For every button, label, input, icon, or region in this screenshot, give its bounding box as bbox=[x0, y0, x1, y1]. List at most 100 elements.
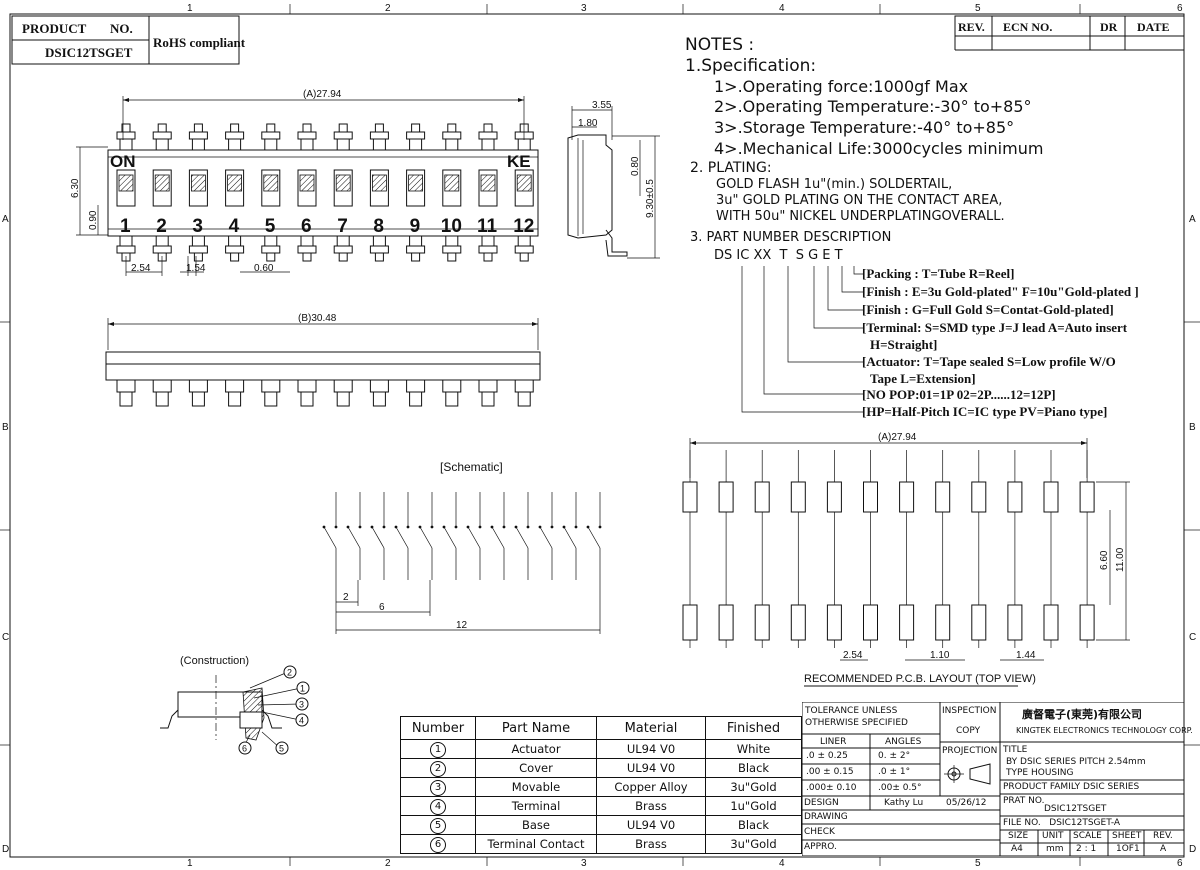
liner-header: LINER bbox=[820, 737, 847, 747]
on-label: ON bbox=[110, 152, 136, 171]
pcb-layout: (A)27.94 6.60 11.00 2.54 1.10 1.44 RECOM… bbox=[682, 432, 1130, 687]
top-dim-length: (A)27.94 bbox=[303, 89, 342, 100]
switch-slot bbox=[152, 169, 172, 207]
bom-finished: Black bbox=[705, 758, 802, 778]
svg-text:1: 1 bbox=[300, 684, 305, 694]
position-number: 6 bbox=[301, 216, 312, 237]
front-lead bbox=[152, 379, 172, 393]
front-lead bbox=[116, 379, 136, 393]
ke-label: KE bbox=[507, 152, 531, 171]
prat-label: PRAT NO. bbox=[1003, 796, 1045, 806]
top-lead bbox=[338, 123, 348, 133]
bom-number: 2 bbox=[430, 760, 446, 777]
sheet-value: 1OF1 bbox=[1116, 844, 1140, 854]
switch-actuator bbox=[227, 174, 243, 192]
schematic-switches bbox=[322, 492, 602, 580]
title-block-grid bbox=[802, 702, 1184, 856]
inspection-label: INSPECTION bbox=[942, 706, 997, 716]
callout-2 bbox=[283, 665, 297, 679]
position-number: 1 bbox=[120, 216, 131, 237]
position-number: 2 bbox=[156, 216, 167, 237]
position-number: 4 bbox=[229, 216, 240, 237]
pcb-pad-bottom bbox=[899, 604, 915, 641]
zone-col-4: 4 bbox=[779, 3, 785, 14]
spec-title: 1.Specification: bbox=[685, 56, 817, 76]
svg-text:2: 2 bbox=[287, 668, 292, 678]
callout-5 bbox=[275, 741, 289, 755]
switch-slot bbox=[225, 169, 245, 207]
pcb-pad-top bbox=[1007, 481, 1023, 513]
title-line-1: BY DSIC SERIES PITCH 2.54mm bbox=[1006, 757, 1146, 767]
pcb-pad-bottom bbox=[1043, 604, 1059, 641]
pcb-pad-bottom bbox=[790, 604, 806, 641]
zone-col-3: 3 bbox=[581, 858, 587, 869]
appro-label: APPRO. bbox=[804, 842, 837, 852]
pcb-pad-top bbox=[718, 481, 734, 513]
title-line-2: TYPE HOUSING bbox=[1006, 768, 1074, 778]
pcb-pads bbox=[682, 450, 1095, 648]
zone-row-A-right: A bbox=[1189, 214, 1196, 225]
top-lead bbox=[447, 123, 457, 133]
front-lead bbox=[478, 379, 498, 393]
scale-label: SCALE bbox=[1073, 831, 1102, 841]
zone-row-D-right: D bbox=[1189, 844, 1196, 855]
pcb-pad-top bbox=[935, 481, 951, 513]
top-lead bbox=[266, 123, 276, 133]
pcb-pad-bottom bbox=[826, 604, 842, 641]
zone-col-4: 4 bbox=[779, 858, 785, 869]
pcb-pad-top bbox=[1079, 481, 1095, 513]
zone-col-1: 1 bbox=[187, 858, 193, 869]
scale-value: 2 : 1 bbox=[1076, 844, 1097, 854]
switch-slot bbox=[514, 169, 534, 207]
switch-actuator bbox=[118, 174, 134, 192]
construction-title: (Construction) bbox=[180, 655, 249, 667]
bom-material: Brass bbox=[596, 834, 706, 854]
zone-col-5: 5 bbox=[975, 3, 981, 14]
side-housing bbox=[567, 134, 613, 239]
side-dim-body: 1.80 bbox=[578, 118, 598, 129]
top-dim-pad: 1.54 bbox=[186, 263, 206, 274]
product-header: PRODUCT NO. DSIC12TSGET RoHS compliant bbox=[11, 15, 246, 65]
projection-symbol bbox=[944, 763, 991, 785]
sheet-label: SHEET bbox=[1112, 831, 1142, 841]
bom-number: 4 bbox=[430, 798, 446, 815]
svg-text:6: 6 bbox=[242, 744, 247, 754]
design-date: 05/26/12 bbox=[946, 798, 987, 808]
pcb-pad-bottom bbox=[754, 604, 770, 641]
callout-1 bbox=[296, 681, 310, 695]
pcb-dim-pad-l: 1.44 bbox=[1016, 650, 1036, 661]
front-view-pins bbox=[116, 379, 534, 407]
bom-finished: Black bbox=[705, 815, 802, 835]
pcb-pad-top bbox=[754, 481, 770, 513]
front-lead bbox=[297, 379, 317, 393]
top-dim-pitch: 2.54 bbox=[131, 263, 151, 274]
zone-col-1: 1 bbox=[187, 3, 193, 14]
pn-code: DS IC XX T S G E T bbox=[714, 248, 843, 263]
product-label: PRODUCT bbox=[22, 21, 87, 36]
ecn-header: ECN NO. bbox=[1003, 20, 1052, 34]
tol-line-2: OTHERWISE SPECIFIED bbox=[805, 718, 908, 728]
bom-material: UL94 V0 bbox=[596, 815, 706, 835]
pcb-pad-bottom bbox=[863, 604, 878, 641]
schematic-dim-c: 12 bbox=[456, 620, 468, 631]
schematic-title: [Schematic] bbox=[440, 460, 503, 474]
spec-item-2: 2>.Operating Temperature:-30° to+85° bbox=[714, 97, 1032, 116]
svg-text:5: 5 bbox=[279, 744, 284, 754]
header-part-number: DSIC12TSGET bbox=[45, 45, 133, 60]
pn-desc-type: [HP=Half-Pitch IC=IC type PV=Piano type] bbox=[862, 404, 1108, 419]
top-dim-height: 6.30 bbox=[70, 178, 81, 198]
bom-header-part: Part Name bbox=[475, 716, 597, 740]
position-number: 12 bbox=[513, 216, 534, 237]
zone-row-B-right: B bbox=[1189, 422, 1196, 433]
switch-actuator bbox=[408, 174, 424, 192]
top-body bbox=[107, 149, 539, 237]
pn-desc-actuator: [Actuator: T=Tape sealed S=Low profile W… bbox=[862, 354, 1116, 369]
schematic: [Schematic] 2 6 12 bbox=[322, 460, 602, 634]
bom-header-material: Material bbox=[596, 716, 706, 740]
top-dim-lead: 0.60 bbox=[254, 263, 274, 274]
pcb-pad-top bbox=[682, 481, 698, 513]
